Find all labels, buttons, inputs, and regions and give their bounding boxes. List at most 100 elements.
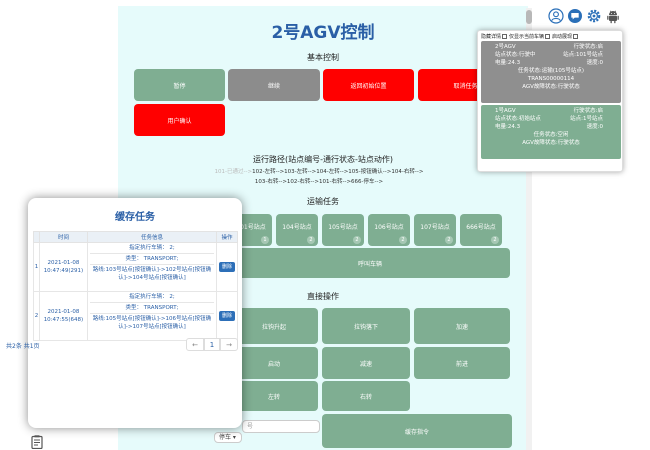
hook-down-button[interactable]: 拉钩落下	[322, 308, 410, 344]
agv-station: 站点:1号站点	[570, 116, 603, 122]
station-count-badge: 2	[399, 236, 407, 244]
hide-details-checkbox[interactable]	[502, 34, 508, 39]
agv-fault-status: AGV故障状态:行驶状态	[522, 140, 580, 146]
row-time: 2021-01-08 10:47:55(648)	[38, 291, 88, 341]
continue-button[interactable]: 继续	[228, 69, 320, 101]
cached-tasks-table: 时间 任务信息 操作 1 2021-01-08 10:47:49(291) 指定…	[33, 231, 238, 341]
station-button-105[interactable]: 105号站点 2	[322, 214, 364, 246]
agv-station: 站点:101号站点	[563, 52, 603, 58]
station-button-107[interactable]: 107号站点 2	[414, 214, 456, 246]
station-count-badge: 1	[261, 236, 269, 244]
station-count-badge: 2	[353, 236, 361, 244]
row-time: 2021-01-08 10:47:49(291)	[38, 242, 88, 292]
agv-speed: 速度:0	[586, 124, 603, 130]
status-panel-options: 隐藏详情 仅显示当前车辆 启动展现	[481, 33, 580, 40]
task-info-header: 任务信息	[86, 231, 218, 243]
slow-down-button[interactable]: 减速	[322, 347, 410, 379]
route-passed: 101-已通过-->	[214, 169, 253, 175]
agv-fault-status: AGV故障状态:行驶状态	[522, 84, 580, 90]
table-row: 2 2021-01-08 10:47:55(648) 指定执行车辆： 2; 类型…	[33, 291, 238, 341]
agv-speed: 速度:0	[586, 60, 603, 66]
agv-name: 2号AGV	[495, 44, 516, 50]
main-scrollbar[interactable]	[526, 8, 532, 450]
document-icon[interactable]	[31, 435, 43, 449]
time-header: 时间	[38, 231, 88, 243]
transport-label: 运输任务	[307, 197, 339, 206]
agv-run-status: 行驶状态:启	[573, 44, 603, 50]
task-type: 类型： TRANSPORT;	[89, 254, 215, 265]
cached-tasks-title: 缓存任务	[115, 212, 155, 223]
station-button-106[interactable]: 106号站点 2	[368, 214, 410, 246]
cached-tasks-popup: 缓存任务 时间 任务信息 操作 1 2021-01-08 10:47:49(29…	[28, 198, 242, 428]
table-header-row: 时间 任务信息 操作	[33, 231, 238, 243]
pagination-summary: 共2条 共1页	[6, 343, 40, 350]
station-count-badge: 2	[445, 236, 453, 244]
task-type: 类型： TRANSPORT;	[89, 303, 215, 314]
current-vehicle-only-label: 仅显示当前车辆	[509, 34, 545, 40]
station-number-input[interactable]: 号	[242, 420, 320, 433]
agv-run-status: 行驶状态:启	[573, 108, 603, 114]
stop-select[interactable]: 停车 ▾	[214, 432, 242, 443]
task-route: 路线:105号站点[按钮确认]->106号站点[按钮确认]->107号站点[按钮…	[92, 316, 212, 330]
user-icon[interactable]	[548, 8, 564, 24]
auto-show-checkbox[interactable]	[573, 34, 579, 39]
stop-select-value: 停车	[219, 434, 232, 441]
action-header: 操作	[216, 231, 238, 243]
auto-show-label: 启动展现	[552, 34, 573, 40]
table-row: 1 2021-01-08 10:47:49(291) 指定执行车辆： 2; 类型…	[33, 242, 238, 292]
row-action: 删除	[216, 242, 238, 292]
call-vehicle-button[interactable]: 呼叫车辆	[230, 248, 510, 278]
agv-station-status: 站点状态:初始站点	[495, 116, 541, 122]
row-task-info: 指定执行车辆： 2; 类型： TRANSPORT; 路线:103号站点[按钮确认…	[86, 242, 218, 292]
forward-button[interactable]: 前进	[414, 347, 510, 379]
station-button-666[interactable]: 666号站点 2	[460, 214, 502, 246]
task-vehicle: 指定执行车辆： 2;	[89, 292, 215, 303]
station-name: 105号站点	[328, 224, 358, 231]
agv-battery: 电量:24.3	[495, 60, 521, 66]
cache-command-button[interactable]: 缓存指令	[322, 414, 512, 448]
agv-card-1[interactable]: 1号AGV 行驶状态:启 站点状态:初始站点 站点:1号站点 电量:24.3 速度:0…	[481, 105, 621, 159]
agv-task-status: 任务状态:空闲	[533, 132, 569, 138]
main-scrollbar-thumb[interactable]	[526, 10, 532, 24]
turn-right-button[interactable]: 右转	[322, 381, 410, 411]
agv-task-id: TRANS00000114	[527, 76, 575, 82]
route-line-1: 101-已通过-->102-左转-->103-左转-->104-左转-->105…	[204, 168, 434, 177]
agv-name: 1号AGV	[495, 108, 516, 114]
hook-up-button[interactable]: 拉钩升起	[230, 308, 318, 344]
current-vehicle-only-checkbox[interactable]	[545, 34, 551, 39]
task-route: 路线:103号站点[按钮确认]->102号站点[按钮确认]->104号站点[按钮…	[92, 267, 212, 281]
agv-battery: 电量:24.3	[495, 124, 521, 130]
station-name: 106号站点	[374, 224, 404, 231]
agv-station-status: 站点状态:行驶中	[495, 52, 536, 58]
speed-up-button[interactable]: 加速	[414, 308, 510, 344]
route-remaining: 102-左转-->103-左转-->104-左转-->105-按钮确认-->10…	[252, 169, 424, 175]
page-prev-button[interactable]: ←	[186, 338, 204, 351]
delete-button[interactable]: 删除	[219, 262, 236, 272]
gear-icon[interactable]	[586, 8, 602, 24]
turn-left-button[interactable]: 左转	[230, 381, 318, 411]
chat-icon[interactable]	[567, 8, 583, 24]
row-task-info: 指定执行车辆： 2; 类型： TRANSPORT; 路线:105号站点[按钮确认…	[86, 291, 218, 341]
station-name: 101号站点	[236, 224, 266, 231]
return-home-button[interactable]: 返回初始位置	[323, 69, 414, 101]
pause-button[interactable]: 暂停	[134, 69, 225, 101]
page-title: 2号AGV控制	[271, 23, 375, 43]
direct-control-label: 直接操作	[307, 292, 339, 301]
station-count-badge: 2	[491, 236, 499, 244]
station-count-badge: 2	[307, 236, 315, 244]
hide-details-label: 隐藏详情	[481, 34, 502, 40]
station-name: 107号站点	[420, 224, 450, 231]
android-icon[interactable]	[605, 8, 621, 24]
page-number-current[interactable]: 1	[204, 338, 220, 351]
station-name: 666号站点	[466, 224, 496, 231]
user-confirm-button[interactable]: 用户确认	[134, 104, 225, 136]
agv-card-2[interactable]: 2号AGV 行驶状态:启 站点状态:行驶中 站点:101号站点 电量:24.3 速度:…	[481, 41, 621, 103]
route-line-2: 103-右转-->102-右转-->101-右转-->666-停车-->	[254, 179, 384, 185]
basic-control-label: 基本控制	[307, 53, 339, 62]
start-button[interactable]: 启动	[230, 347, 318, 379]
page-next-button[interactable]: →	[220, 338, 238, 351]
delete-button[interactable]: 删除	[219, 311, 236, 321]
